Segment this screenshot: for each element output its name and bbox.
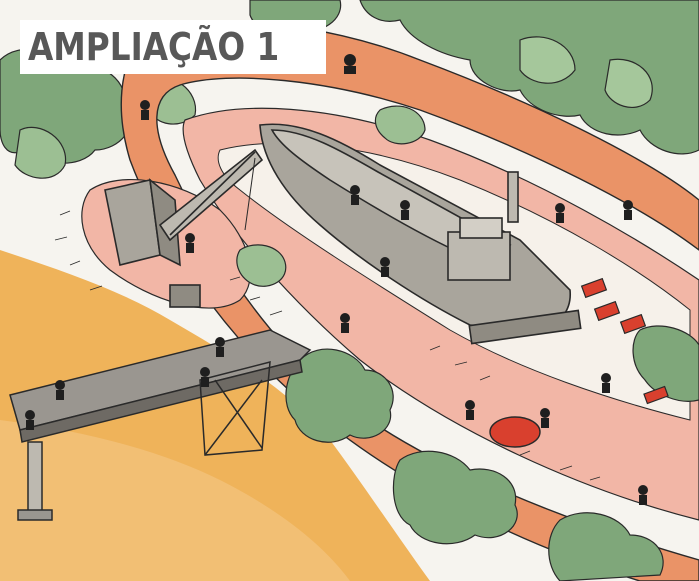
title-caption: AMPLIAÇÃO 1 xyxy=(20,20,327,74)
pier-footing xyxy=(17,509,53,521)
ship-cabin-top xyxy=(459,217,503,239)
river-water-light xyxy=(0,420,350,581)
ship xyxy=(259,123,582,345)
ground-hatching xyxy=(54,210,601,481)
benches xyxy=(580,277,669,405)
ship-cabin xyxy=(447,231,511,281)
red-circle-element xyxy=(489,416,541,448)
crane xyxy=(104,148,264,308)
vegetation-bottom xyxy=(236,105,699,581)
ship-chimney xyxy=(507,171,519,223)
pier-deck xyxy=(9,329,312,431)
pier-pillar xyxy=(27,441,43,515)
pier xyxy=(9,329,312,521)
ship-base xyxy=(468,309,582,345)
vegetation-top-right xyxy=(249,0,699,155)
title-text: AMPLIAÇÃO 1 xyxy=(28,25,280,69)
people xyxy=(25,54,648,505)
pier-truss xyxy=(199,361,271,456)
crane-cargo xyxy=(169,284,201,308)
